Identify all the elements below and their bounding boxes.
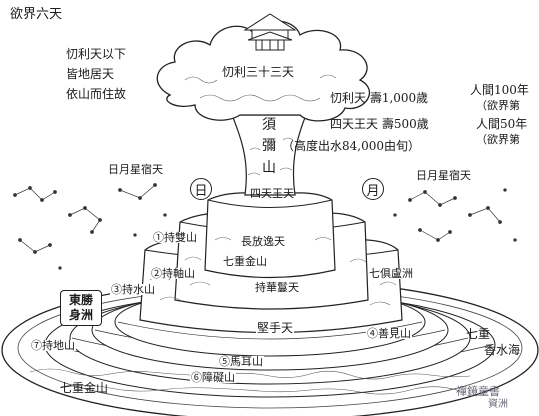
ring-4-label: ④善見山 [366, 327, 412, 340]
catur-heaven-label: 四天王天 [250, 187, 294, 200]
watermark-line-1: 禪鏡童書 [456, 385, 500, 398]
constellations-right [393, 188, 517, 242]
gold-ring-inner-label: 七重金山 [222, 255, 268, 268]
tier-mid-label: 持華鬘天 [254, 281, 300, 294]
ring-7-label: ⑦持地山 [30, 339, 76, 352]
mount-sumeru-name: 須 彌 山 [262, 117, 276, 176]
catur-life: 四天王天 壽500歲 [330, 117, 429, 131]
note-line-1: 忉利天以下 [66, 47, 127, 61]
moon-icon: 月 [362, 178, 384, 200]
outer-sea-label-2: 香水海 [484, 343, 521, 357]
trayastrimsa-ratio-2: （欲界第 [476, 99, 520, 112]
palace-icon [243, 13, 297, 51]
mountain-height-note: （高度出水84,000由旬） [282, 139, 420, 153]
trayastrimsa-life: 忉利天 壽1,000歲 [330, 91, 429, 105]
catur-ratio-2: （欲界第 [476, 133, 520, 146]
east-continent-label: 東勝 身洲 [60, 290, 102, 326]
outer-sea-label-1: 七重 [466, 327, 491, 341]
west-continent-label: 七俱盧洲 [368, 267, 414, 280]
sun-moon-stars-right: 日月星宿天 [416, 169, 471, 182]
ring-1-label: ①持雙山 [152, 231, 198, 244]
watermark-line-2: 資洲 [488, 399, 508, 410]
sun-icon: 日 [190, 178, 212, 200]
ring-2-label: ②持軸山 [150, 267, 196, 280]
note-line-2: 皆地居天 [66, 67, 115, 81]
tier-low-label: 堅手天 [256, 321, 295, 335]
ring-3-label: ③持水山 [110, 283, 156, 296]
constellations-left [13, 183, 167, 270]
ring-5-label: ⑤馬耳山 [218, 355, 264, 368]
ring-6-label: ⑥障礙山 [190, 371, 236, 384]
trayastrimsa-ratio-1: 人間100年 [470, 83, 529, 97]
catur-ratio-1: 人間50年 [476, 117, 528, 131]
sun-moon-stars-left: 日月星宿天 [108, 163, 163, 176]
note-line-3: 依山而住故 [66, 87, 127, 101]
diagram-title: 欲界六天 [10, 7, 63, 22]
tier-top-label: 長放逸天 [240, 235, 286, 248]
summit-label: 忉利三十三天 [222, 65, 295, 79]
outer-gold-mountains-label: 七重金山 [60, 381, 109, 395]
